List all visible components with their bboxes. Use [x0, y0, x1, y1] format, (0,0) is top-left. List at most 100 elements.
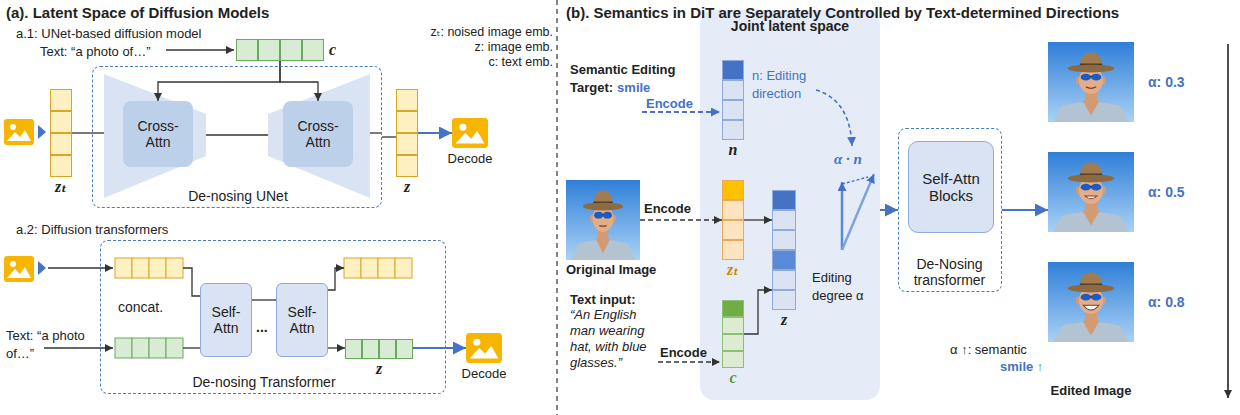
illustration-part	[132, 338, 149, 358]
vector-cell	[258, 39, 280, 61]
mouth	[1086, 87, 1096, 89]
node-label: c	[329, 41, 336, 59]
a2-drawing	[4, 256, 502, 363]
vector-cell	[772, 290, 796, 310]
node-label: De-nosing UNet	[178, 188, 298, 204]
vector-cell	[722, 100, 744, 120]
unet-decoder-shape	[268, 74, 370, 198]
input-arrow	[44, 347, 113, 348]
edited-photos: Edited Image	[1048, 42, 1134, 342]
vector-cell	[722, 180, 744, 200]
cross-attn-box: Cross-Attn	[283, 101, 353, 167]
label-group: α: 0.8	[1148, 293, 1185, 311]
text-label: a.1: UNet-based diffusion model	[16, 26, 201, 41]
image-icon	[4, 256, 34, 282]
wire	[92, 132, 104, 133]
text-label: α · n	[834, 151, 862, 167]
self-attn-box: Self-Attn	[200, 283, 252, 357]
self-attn-blocks-box: Self-Attn Blocks	[908, 141, 994, 233]
unet-frame: De-nosing UNetCross-AttnCross-Attn	[92, 66, 382, 208]
node-label: z	[769, 311, 799, 329]
mouth	[1085, 196, 1097, 199]
text-label: α: 0.8	[1148, 294, 1185, 310]
transformer-frame: De-nosing TransformerSelf-AttnSelf-Attnz	[100, 240, 446, 394]
vector-cell	[722, 300, 744, 317]
node-label: Edited Image	[1031, 384, 1151, 399]
vector-cell	[345, 339, 362, 359]
illustration-part	[115, 338, 132, 358]
wire	[183, 347, 200, 348]
illustration-part	[166, 338, 183, 358]
vector-arrow	[842, 174, 874, 250]
vector-cell	[772, 270, 796, 290]
node-label: zₜ	[46, 178, 76, 196]
vector-cell	[50, 111, 72, 133]
edited-photo-art	[1048, 42, 1134, 122]
label-group: n: Editing direction	[752, 66, 836, 103]
node-label: Self-Attn	[280, 304, 324, 336]
edge-label: Encode	[644, 202, 691, 217]
node-label: zₜ	[718, 261, 748, 279]
wire	[183, 268, 200, 296]
text-label: n: Editing direction	[752, 68, 806, 101]
mouth	[1083, 305, 1098, 310]
label-group: Editing degree α	[812, 268, 880, 305]
vector-cell	[236, 39, 258, 61]
joint-vector: z	[772, 190, 796, 310]
original-photo: Original Image	[566, 180, 640, 260]
vector-cell	[722, 351, 744, 368]
vector-cell	[722, 60, 744, 80]
input-arrow	[48, 267, 113, 268]
image-token-vector	[115, 258, 183, 278]
node-label: De-Nosing transformer	[899, 256, 1000, 288]
noised-image-vector: zₜ	[722, 180, 744, 260]
connector	[72, 132, 92, 133]
vector-cell	[722, 220, 744, 240]
node-label: n	[718, 141, 748, 159]
unet-encoder-shape	[104, 74, 206, 198]
vector-dash	[842, 177, 868, 184]
output-arrow	[326, 268, 344, 290]
text-label: a.2: Diffusion transformers	[16, 222, 168, 237]
connector	[382, 136, 396, 137]
wire	[370, 132, 382, 133]
encode-arrow	[642, 111, 720, 113]
label-group: Encode	[660, 343, 707, 361]
text-label: Encode	[660, 345, 707, 360]
node-label: Decode	[440, 152, 500, 167]
label-group: Encode	[646, 94, 693, 112]
vector-cell	[302, 39, 324, 61]
connector	[418, 132, 452, 134]
vector-cell	[396, 133, 418, 155]
label-group: α: 0.3	[1148, 73, 1185, 91]
degree-axis	[1227, 44, 1229, 398]
label-group: zₜ: noised image emb.	[431, 22, 554, 40]
vector-cell	[722, 200, 744, 220]
node-label: Self-Attn Blocks	[912, 170, 990, 205]
illustration-part	[1086, 87, 1096, 89]
text-label: Text input:	[570, 292, 635, 307]
connector	[744, 219, 772, 220]
text-label: Encode	[646, 96, 693, 111]
vector-cell	[379, 339, 396, 359]
text-label: α ↑: semantic	[950, 342, 1027, 357]
image-output-vector	[344, 258, 412, 278]
illustration-part	[378, 258, 395, 278]
text-label: α: 0.3	[1148, 74, 1185, 90]
connector	[640, 219, 722, 220]
text-label: smile	[617, 80, 650, 95]
text-label: ...	[256, 319, 268, 335]
b-drawing	[566, 10, 1228, 400]
edited-photo-art	[1048, 152, 1134, 232]
vector-cell	[50, 155, 72, 177]
text-label: concat.	[118, 299, 163, 315]
vector-cell	[722, 80, 744, 100]
skip-line	[206, 134, 268, 135]
text-arrow	[166, 49, 234, 50]
illustration-part	[1085, 196, 1097, 199]
connector	[880, 209, 898, 211]
text-label: smile ↑	[1000, 359, 1043, 374]
label-group: c: text emb.	[488, 52, 553, 70]
connector	[252, 299, 276, 300]
